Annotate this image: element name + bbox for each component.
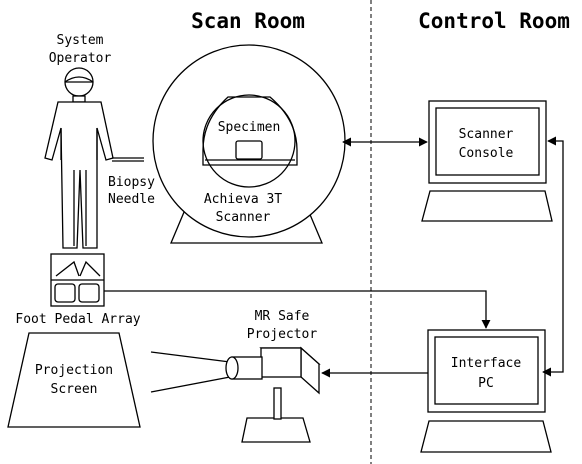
interface-pc-label: Interface PC (451, 356, 522, 391)
projection-screen (7, 332, 141, 428)
console-interface-link (542, 136, 564, 377)
svg-text:MR Safe: MR Safe (255, 309, 310, 324)
svg-text:Interface: Interface (451, 356, 522, 371)
projection-screen-label: Projection Screen (35, 363, 113, 397)
svg-text:Biopsy: Biopsy (108, 175, 155, 190)
scanner-label: Achieva 3T Scanner (204, 192, 282, 225)
scanner-console-label: Scanner Console (459, 127, 514, 161)
projector (225, 346, 321, 443)
interface-pc-monitor (420, 329, 552, 453)
system-operator-label: System Operator (49, 33, 112, 66)
svg-text:Projector: Projector (247, 327, 318, 342)
svg-text:Screen: Screen (51, 382, 98, 397)
specimen-label: Specimen (218, 120, 281, 135)
scanner-console-monitor (421, 100, 553, 222)
biopsy-needle-label: Biopsy Needle (108, 175, 155, 207)
system-operator-figure (44, 67, 114, 249)
foot-pedal-array-label: Foot Pedal Array (15, 312, 140, 327)
projection-beam (150, 351, 231, 393)
scan-room-header: Scan Room (191, 9, 305, 33)
svg-text:Scanner: Scanner (459, 127, 514, 142)
foot-pedal-array (50, 253, 105, 307)
svg-text:Achieva 3T: Achieva 3T (204, 192, 282, 207)
biopsy-needle (112, 157, 144, 162)
svg-text:Operator: Operator (49, 51, 112, 66)
svg-text:PC: PC (478, 376, 494, 391)
projector-label: MR Safe Projector (247, 309, 318, 342)
mri-scanner (152, 44, 346, 244)
svg-text:Projection: Projection (35, 363, 113, 378)
control-room-header: Control Room (418, 9, 570, 33)
pedal-to-interface-link (104, 290, 491, 329)
svg-text:Scanner: Scanner (216, 210, 271, 225)
svg-text:Console: Console (459, 146, 514, 161)
svg-text:Needle: Needle (108, 192, 155, 207)
svg-text:System: System (57, 33, 104, 48)
